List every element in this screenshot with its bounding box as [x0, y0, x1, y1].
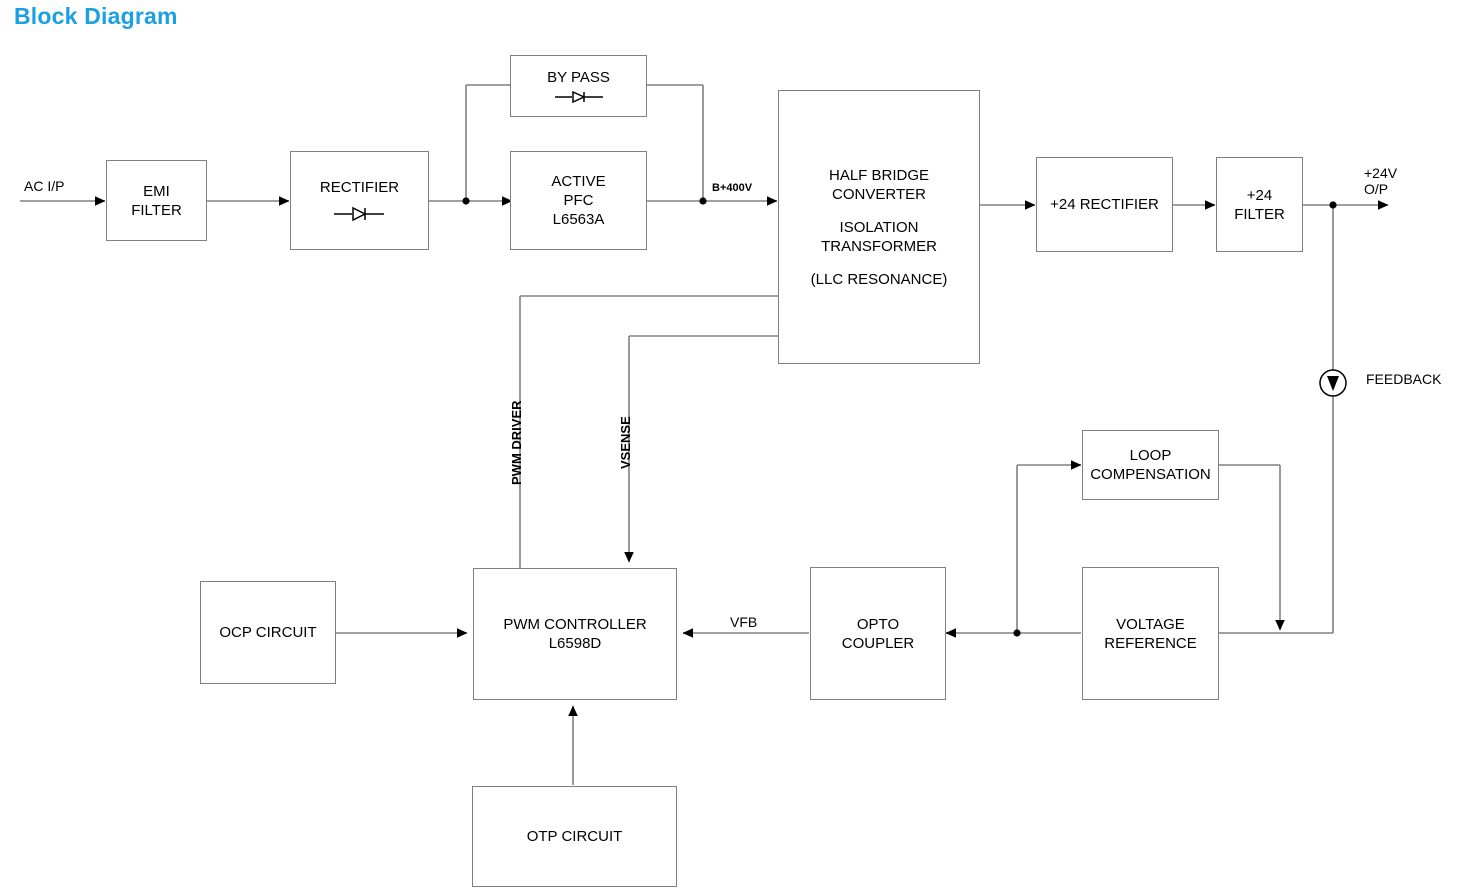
half-bridge-label-2: CONVERTER	[832, 185, 926, 203]
voltage-reference-label-2: REFERENCE	[1104, 634, 1197, 652]
half-bridge-label-3: ISOLATION	[839, 218, 919, 236]
diode-icon	[333, 206, 384, 222]
filter-24-label-2: FILTER	[1234, 205, 1285, 223]
junction-dot-pfc-input	[462, 197, 470, 205]
opto-coupler-label-1: OPTO	[856, 615, 900, 633]
emi-filter-label-2: FILTER	[131, 201, 182, 219]
half-bridge-label-5: (LLC RESONANCE)	[810, 270, 948, 288]
block-ocp-circuit[interactable]: OCP CIRCUIT	[200, 581, 336, 684]
junction-dot-output-24v	[1329, 201, 1337, 209]
block-opto-coupler[interactable]: OPTO COUPLER	[810, 567, 946, 700]
label-ac-input: AC I/P	[24, 178, 65, 194]
block-pwm-controller[interactable]: PWM CONTROLLER L6598D	[473, 568, 677, 700]
block-otp-circuit[interactable]: OTP CIRCUIT	[472, 786, 677, 887]
pwm-controller-label-2: L6598D	[548, 635, 602, 652]
feedback-icon	[1319, 369, 1347, 397]
junction-dot-bus-400v	[699, 197, 707, 205]
loop-compensation-label-1: LOOP	[1129, 447, 1172, 464]
by-pass-label: BY PASS	[547, 68, 610, 86]
label-vsense: VSENSE	[618, 416, 633, 469]
opto-coupler-label-2: COUPLER	[841, 634, 915, 652]
block-voltage-reference[interactable]: VOLTAGE REFERENCE	[1082, 567, 1219, 700]
block-24-rectifier[interactable]: +24 RECTIFIER	[1036, 157, 1173, 252]
pwm-controller-label-1: PWM CONTROLLER	[503, 616, 647, 633]
half-bridge-label-4: TRANSFORMER	[821, 237, 937, 255]
rect-24-label: +24 RECTIFIER	[1050, 196, 1159, 213]
filter-24-label-1: +24	[1246, 186, 1273, 204]
block-by-pass[interactable]: BY PASS	[510, 55, 647, 117]
block-half-bridge-converter[interactable]: HALF BRIDGE CONVERTER ISOLATION TRANSFOR…	[778, 90, 980, 364]
page-title: Block Diagram	[14, 3, 178, 29]
block-loop-compensation[interactable]: LOOP COMPENSATION	[1082, 430, 1219, 500]
half-bridge-label-1: HALF BRIDGE	[828, 166, 930, 184]
label-24v-output-1: +24V	[1364, 165, 1398, 181]
block-emi-filter[interactable]: EMI FILTER	[106, 160, 207, 241]
emi-filter-label-1: EMI	[143, 182, 170, 200]
ocp-circuit-label: OCP CIRCUIT	[219, 624, 317, 641]
block-rectifier[interactable]: RECTIFIER	[290, 151, 429, 250]
rectifier-label: RECTIFIER	[319, 179, 400, 196]
active-pfc-label-2: PFC	[563, 192, 594, 209]
junction-dot-vref-out	[1013, 629, 1021, 637]
voltage-reference-label-1: VOLTAGE	[1116, 615, 1185, 633]
label-24v-output-2: O/P	[1364, 181, 1389, 197]
loop-compensation-label-2: COMPENSATION	[1090, 466, 1211, 483]
active-pfc-label-3: L6563A	[552, 211, 605, 228]
label-vfb: VFB	[730, 614, 758, 630]
block-24-filter[interactable]: +24 FILTER	[1216, 157, 1303, 252]
block-active-pfc[interactable]: ACTIVE PFC L6563A	[510, 151, 647, 250]
active-pfc-label-1: ACTIVE	[551, 173, 606, 190]
otp-circuit-label: OTP CIRCUIT	[526, 828, 623, 845]
diode-icon	[554, 90, 603, 103]
label-pwm-driver: PWM DRIVER	[509, 400, 524, 486]
label-b-400v: B+400V	[712, 182, 753, 194]
label-feedback: FEEDBACK	[1366, 371, 1442, 387]
